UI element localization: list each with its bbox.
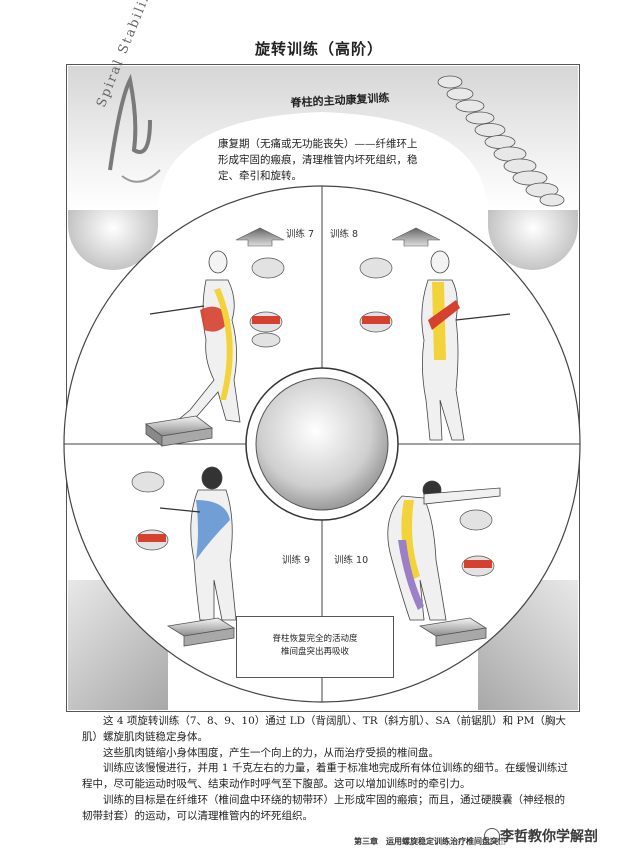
figure-training-8 xyxy=(421,250,511,441)
figure-training-10 xyxy=(387,480,501,621)
figure-training-7 xyxy=(149,250,241,423)
quadrant-label-8: 训练 8 xyxy=(330,229,359,240)
vertebra-illustration xyxy=(249,257,285,348)
quadrant-label-7: 训练 7 xyxy=(286,229,315,240)
vertebra-illustration xyxy=(459,509,495,577)
paragraph-3: 训练应该慢慢进行，并用 1 千克左右的力量，着重于标准地完成所有体位训练的细节。… xyxy=(82,762,568,791)
footer-chapter: 第三章 运用螺旋稳定训练治疗椎间盘突出 xyxy=(354,837,506,846)
quadrant-label-9: 训练 9 xyxy=(282,555,311,566)
banner-arch xyxy=(158,112,488,210)
up-arrow-icon xyxy=(391,227,441,247)
up-arrow-icon xyxy=(235,227,285,247)
wechat-icon xyxy=(484,828,500,844)
center-disc xyxy=(255,377,389,511)
note-box xyxy=(236,616,394,678)
note-text: 脊柱恢复完全的活动度 椎间盘突出再吸收 xyxy=(236,633,394,659)
quadrant-label-10: 训练 10 xyxy=(334,555,369,566)
spine-illustration xyxy=(437,75,565,207)
spiral-stabilization-logo xyxy=(108,73,161,183)
vertebra-illustration xyxy=(131,471,169,551)
note-line-1: 脊柱恢复完全的活动度 xyxy=(272,634,358,644)
page-title: 旋转训练（高阶） xyxy=(254,40,383,58)
body-text: 这 4 项旋转训练（7、8、9、10）通过 LD（背阔肌）、TR（斜方肌）、SA… xyxy=(82,714,574,825)
banner-description: 康复期（无痛或无功能丧失）——纤维环上形成牢固的瘢痕，清理椎管内坏死组织，稳定、… xyxy=(218,138,418,182)
paragraph-2: 这些肌肉链缩小身体围度，产生一个向上的力，从而治疗受损的椎间盘。 xyxy=(103,746,439,759)
watermark: 李哲教你学解剖 xyxy=(500,826,598,846)
paragraph-1: 这 4 项旋转训练（7、8、9、10）通过 LD（背阔肌）、TR（斜方肌）、SA… xyxy=(82,715,566,743)
paragraph-4: 训练的目标是在纤维环（椎间盘中环绕的韧带环）上形成牢固的瘢痕；而且，通过硬膜囊（… xyxy=(82,793,565,822)
note-line-2: 椎间盘突出再吸收 xyxy=(280,647,349,657)
vertebra-illustration xyxy=(359,257,393,333)
figure-training-9 xyxy=(159,466,237,621)
